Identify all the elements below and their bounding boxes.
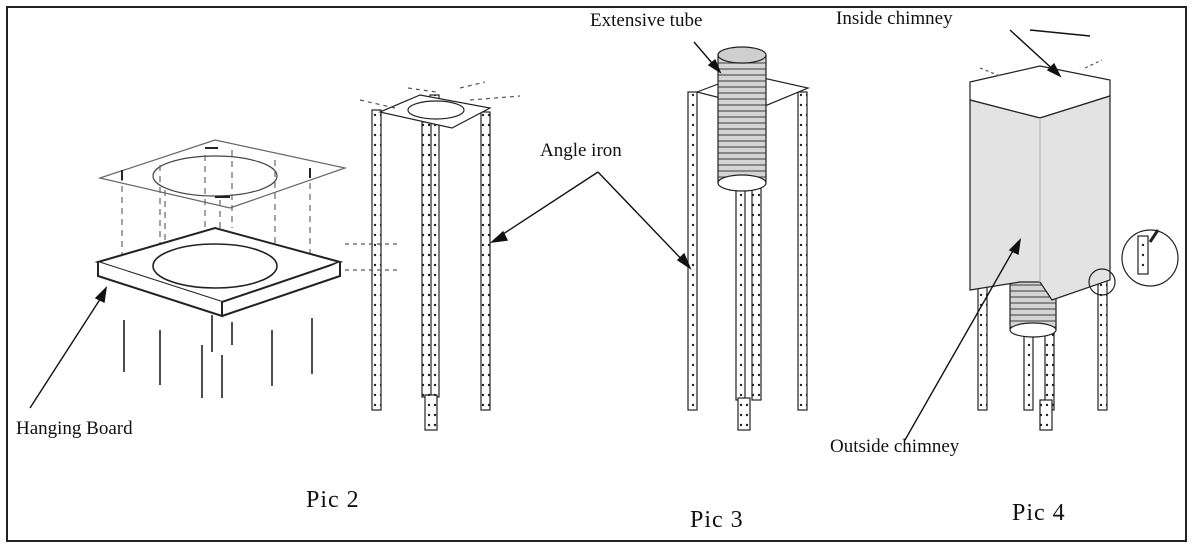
outside-chimney-label: Outside chimney — [830, 436, 960, 457]
extensive-tube-label: Extensive tube — [590, 10, 703, 31]
pic3-caption: Pic 3 — [690, 507, 744, 533]
pointer-arrows — [29, 29, 1091, 441]
hanging-board-label: Hanging Board — [16, 418, 133, 439]
pic4-caption: Pic 4 — [1012, 500, 1066, 526]
pic4-chimney-assembly — [969, 59, 1179, 431]
extensive-tube — [717, 54, 767, 184]
inside-chimney-label: Inside chimney — [836, 8, 953, 29]
pic2-angle-iron-frame — [345, 81, 521, 431]
detail-source-circle — [1088, 268, 1116, 296]
pic2-caption: Pic 2 — [306, 487, 360, 513]
pic2-hanging-board-assembly — [94, 139, 348, 398]
diagram-frame — [6, 6, 1187, 542]
top-plate — [97, 139, 348, 209]
detail-callout-circle — [1121, 229, 1179, 287]
angle-iron-label: Angle iron — [540, 140, 622, 161]
hanging-board — [94, 226, 344, 304]
pic3-extensive-tube-assembly — [687, 46, 810, 431]
screws — [123, 315, 313, 398]
